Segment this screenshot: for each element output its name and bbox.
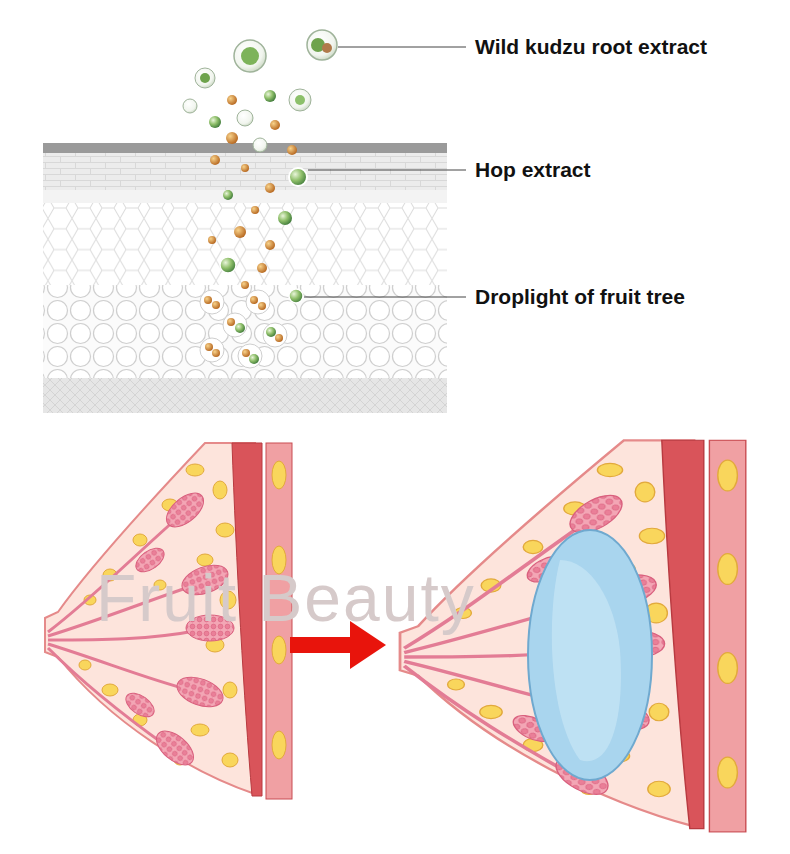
shape-circle	[270, 120, 280, 130]
shape-circle	[220, 257, 236, 273]
shape-circle	[223, 190, 233, 200]
shape-rect	[43, 203, 447, 285]
callout-label: Hop extract	[475, 157, 591, 182]
skin-layers	[43, 143, 447, 413]
shape-path	[552, 560, 621, 761]
shape-rect	[43, 143, 447, 153]
shape-circle	[246, 290, 270, 314]
shape-line	[304, 297, 466, 298]
shape-circle	[212, 349, 220, 357]
shape-circle	[289, 89, 311, 111]
shape-ellipse	[528, 530, 652, 780]
shape-rect	[290, 637, 352, 653]
shape-circle	[251, 206, 259, 214]
shape-circle	[209, 116, 221, 128]
shape-circle	[242, 349, 250, 357]
shape-rect	[43, 285, 447, 378]
shape-circle	[204, 296, 212, 304]
shape-circle	[257, 263, 267, 273]
shape-circle	[200, 338, 224, 362]
shape-circle	[278, 211, 292, 225]
callout-label: Wild kudzu root extract	[475, 34, 707, 59]
shape-use	[400, 440, 746, 832]
watermark: Fruit Beauty	[96, 560, 476, 636]
shape-circle	[250, 296, 258, 304]
shape-circle	[200, 290, 224, 314]
shape-circle	[212, 301, 220, 309]
shape-circle	[249, 354, 259, 364]
shape-rect	[43, 153, 447, 190]
shape-circle	[200, 73, 210, 83]
extract-particles	[183, 30, 337, 368]
shape-circle	[195, 68, 215, 88]
shape-circle	[253, 138, 267, 152]
shape-circle	[235, 323, 245, 333]
shape-circle	[234, 226, 246, 238]
shape-circle	[241, 281, 249, 289]
shape-circle	[258, 302, 266, 310]
shape-rect	[43, 378, 447, 413]
shape-circle	[307, 30, 337, 60]
shape-circle	[238, 344, 262, 368]
shape-circle	[287, 145, 297, 155]
shape-circle	[237, 110, 253, 126]
shape-circle	[264, 90, 276, 102]
shape-circle	[265, 240, 275, 250]
shape-line	[308, 170, 466, 171]
shape-circle	[234, 40, 266, 72]
shape-circle	[289, 168, 307, 186]
shape-circle	[295, 95, 305, 105]
leader-lines	[304, 47, 466, 297]
callout-label: Droplight of fruit tree	[475, 284, 685, 309]
shape-circle	[210, 155, 220, 165]
shape-circle	[241, 164, 249, 172]
shape-circle	[263, 323, 287, 347]
shape-circle	[183, 99, 197, 113]
shape-circle	[275, 334, 283, 342]
shape-circle	[205, 343, 213, 351]
breast-after	[400, 440, 746, 832]
shape-circle	[208, 236, 216, 244]
shape-circle	[227, 318, 235, 326]
shape-circle	[223, 313, 247, 337]
shape-circle	[227, 95, 237, 105]
shape-line	[338, 47, 466, 48]
shape-circle	[266, 327, 276, 337]
shape-circle	[265, 183, 275, 193]
shape-circle	[322, 43, 332, 53]
shape-circle	[226, 132, 238, 144]
shape-circle	[289, 289, 303, 303]
shape-circle	[241, 47, 259, 65]
shape-rect	[43, 190, 447, 203]
